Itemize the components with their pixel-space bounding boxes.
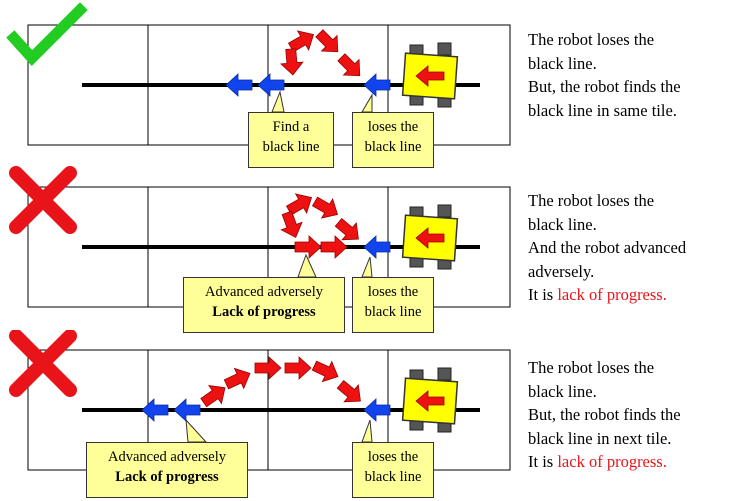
arrow-icon <box>280 48 304 76</box>
arrow-icon <box>284 356 312 380</box>
arrow-icon <box>363 73 391 97</box>
arrow-icon <box>311 196 339 219</box>
cross-mark-icon <box>9 166 77 234</box>
scenario-description: The robot loses the black line. But, the… <box>528 358 681 471</box>
callout-pointers <box>271 90 373 113</box>
arrow-icon <box>337 53 361 77</box>
arrow-icon <box>336 379 361 403</box>
robot-icon <box>401 42 459 108</box>
scenario-panel-1: Find a black line loses the black line T… <box>0 0 740 168</box>
path-arrows <box>141 356 391 422</box>
callout-loses-line: loses the black line <box>352 442 434 498</box>
scenario-description: The robot loses the black line. But, the… <box>528 30 681 120</box>
cross-mark-icon <box>9 330 77 397</box>
arrow-icon <box>257 73 285 97</box>
callout-advanced-adversely: Advanced adversely Lack of progress <box>183 277 345 333</box>
arrow-icon <box>254 356 282 380</box>
arrow-icon <box>363 235 391 259</box>
arrow-icon <box>173 398 201 422</box>
arrow-icon <box>311 360 339 383</box>
scenario-diagram <box>9 330 511 471</box>
lack-of-progress-highlight: lack of progress <box>557 452 663 471</box>
arrow-icon <box>280 210 303 238</box>
path-arrows <box>280 193 391 259</box>
robot-icon <box>401 204 459 270</box>
arrow-icon <box>225 73 253 97</box>
robot-icon <box>401 367 459 433</box>
lack-of-progress-highlight: lack of progress <box>557 285 663 304</box>
arrow-icon <box>315 29 339 53</box>
arrow-icon <box>294 235 322 259</box>
arrow-icon <box>320 235 348 259</box>
callout-pointers <box>185 418 373 443</box>
arrow-icon <box>287 30 315 53</box>
scenario-description: The robot loses the black line. And the … <box>528 191 687 304</box>
scenario-panel-3: Advanced adversely Lack of progress lose… <box>0 330 740 501</box>
arrow-icon <box>285 193 313 216</box>
callout-loses-line: loses the black line <box>352 112 434 168</box>
arrow-icon <box>363 398 391 422</box>
check-mark-icon <box>6 2 88 66</box>
arrow-icon <box>334 217 359 241</box>
callout-advanced-adversely: Advanced adversely Lack of progress <box>86 442 248 498</box>
path-arrows <box>225 29 391 97</box>
arrow-icon <box>223 367 251 390</box>
scenario-diagram <box>6 2 511 146</box>
scenario-panel-2: Advanced adversely Lack of progress lose… <box>0 165 740 333</box>
callout-find-line: Find a black line <box>248 112 334 168</box>
arrow-icon <box>200 385 226 408</box>
arrow-icon <box>141 398 169 422</box>
callout-loses-line: loses the black line <box>352 277 434 333</box>
